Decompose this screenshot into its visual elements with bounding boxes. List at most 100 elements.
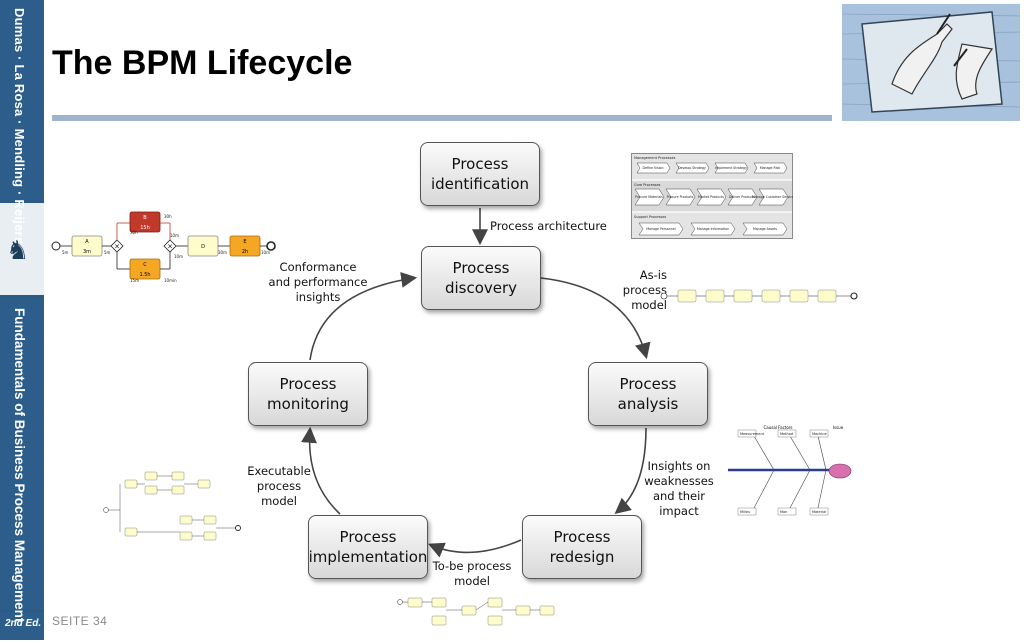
arch-management-shape xyxy=(714,162,749,174)
performance-time-label: 15m xyxy=(130,278,139,283)
fishbone-category: Man xyxy=(780,510,787,514)
phase-implementation: Process implementation xyxy=(308,515,428,579)
sidebar-edition: 2nd Ed. xyxy=(5,618,42,629)
fishbone-category-box xyxy=(809,507,829,516)
task-e-duration: 2h xyxy=(242,249,248,255)
svg-text:×: × xyxy=(114,243,120,251)
arch-core-item: Market Products xyxy=(698,195,724,199)
knight-logo-icon: ♞ xyxy=(6,235,30,265)
task-c-duration: 1.5h xyxy=(139,272,150,278)
task-b xyxy=(129,211,161,233)
arch-support-label: Support Processes xyxy=(634,215,666,219)
arch-management-shape xyxy=(675,162,710,174)
svg-text:×: × xyxy=(167,243,173,251)
fishbone-category: Material xyxy=(812,510,826,514)
arch-core-item: Manage Customer Service xyxy=(752,195,793,199)
performance-time-label: 5m xyxy=(62,250,69,255)
task-b-duration: 15h xyxy=(140,225,150,231)
arch-management-shape xyxy=(636,162,671,174)
fishbone-category: Method xyxy=(780,432,793,436)
arch-support-item: Manage Personnel xyxy=(646,227,675,231)
label-executable-model: Executable process model xyxy=(247,464,311,508)
phase-discovery: Process discovery xyxy=(421,246,541,310)
performance-time-label: 30h xyxy=(164,214,172,219)
arch-core-shape xyxy=(758,188,789,206)
fishbone-category-box xyxy=(809,429,829,438)
arrow-implementation-monitoring xyxy=(301,426,341,515)
arch-management-item: Define Vision xyxy=(643,166,664,170)
arch-management-label: Management Processes xyxy=(634,156,676,160)
arrow-discovery-analysis xyxy=(540,277,651,360)
arrow-analysis-redesign xyxy=(614,427,647,515)
fishbone-head xyxy=(828,463,852,479)
fishbone-issue-label: Issue xyxy=(833,425,844,430)
phase-redesign: Process redesign xyxy=(522,515,642,579)
sidebar-bottom xyxy=(0,612,44,640)
drawing-hands-image xyxy=(841,4,1021,121)
task-a-label: A xyxy=(85,239,89,245)
page-footer: SEITE 34 xyxy=(52,614,108,628)
phase-identification: Process identification xyxy=(420,142,540,206)
performance-time-label: 10m xyxy=(261,250,270,255)
task-a-duration: 3m xyxy=(83,249,91,255)
arrow-monitoring-discovery xyxy=(309,271,418,361)
asis-model-thumbnail xyxy=(656,284,862,308)
fishbone-category: Machine xyxy=(812,432,827,436)
fishbone-category-box xyxy=(737,507,757,516)
label-insights: Insights on weaknesses and their impact xyxy=(644,459,714,518)
performance-time-label: 30m xyxy=(218,250,227,255)
performance-time-label: 10m xyxy=(170,233,179,238)
sidebar xyxy=(0,0,44,640)
arch-core-item: Deliver Products xyxy=(729,195,755,199)
fishbone-category-box xyxy=(737,429,757,438)
arch-management-item: Manage Risk xyxy=(760,166,780,170)
sidebar-book-title: Fundamentals of Business Process Managem… xyxy=(12,308,27,623)
fishbone-category-box xyxy=(777,429,797,438)
arch-support-shape xyxy=(742,222,788,236)
performance-time-label: 10min xyxy=(164,278,177,283)
phase-monitoring: Process monitoring xyxy=(248,362,368,426)
arch-core-item: Procure Products xyxy=(667,195,694,199)
page-title: The BPM Lifecycle xyxy=(52,44,353,82)
performance-time-label: 30h xyxy=(130,230,138,235)
label-asis-model: As-is process model xyxy=(622,268,667,312)
executable-model-thumbnail xyxy=(100,466,244,546)
gateway-join xyxy=(163,239,177,253)
arch-core-label: Core Processes xyxy=(634,183,661,187)
process-architecture-thumbnail: Management Processes Core Processes Supp… xyxy=(631,153,794,239)
fishbone-category: Measurement xyxy=(740,432,765,436)
arch-core-shape xyxy=(696,188,727,206)
task-c-label: C xyxy=(143,262,147,268)
arch-management-items: Define Vision Develop Strategy Implement S… xyxy=(636,162,788,174)
arch-core-shape xyxy=(665,188,696,206)
fishbone-category: Milieu xyxy=(740,510,750,514)
task-b-label: B xyxy=(143,215,147,221)
sidebar-main xyxy=(0,298,44,610)
fishbone-category-box xyxy=(777,507,797,516)
sidebar-logo-panel xyxy=(0,203,44,295)
tobe-model-thumbnail xyxy=(396,592,564,636)
arch-management-item: Implement Strategy xyxy=(715,166,747,170)
task-e-label: E xyxy=(243,239,246,245)
sidebar-authors: Dumas · La Rosa · Mendling · Reijers xyxy=(12,8,27,245)
sidebar-top xyxy=(0,0,44,200)
arch-support-shape xyxy=(690,222,736,236)
label-tobe-model: To-be process model xyxy=(432,559,512,588)
fishbone-title: Causal Factors xyxy=(763,425,792,430)
task-d-label: D xyxy=(201,244,205,250)
arrow-redesign-implementation xyxy=(428,539,522,558)
arch-support-shape xyxy=(638,222,684,236)
arch-support-item: Manage Information xyxy=(697,227,729,231)
arch-management-item: Develop Strategy xyxy=(678,166,706,170)
label-process-architecture: Process architecture xyxy=(490,219,607,233)
label-conformance: Conformance and performance insights xyxy=(268,260,368,304)
arch-core-shape xyxy=(634,188,665,206)
arch-management-shape xyxy=(753,162,788,174)
